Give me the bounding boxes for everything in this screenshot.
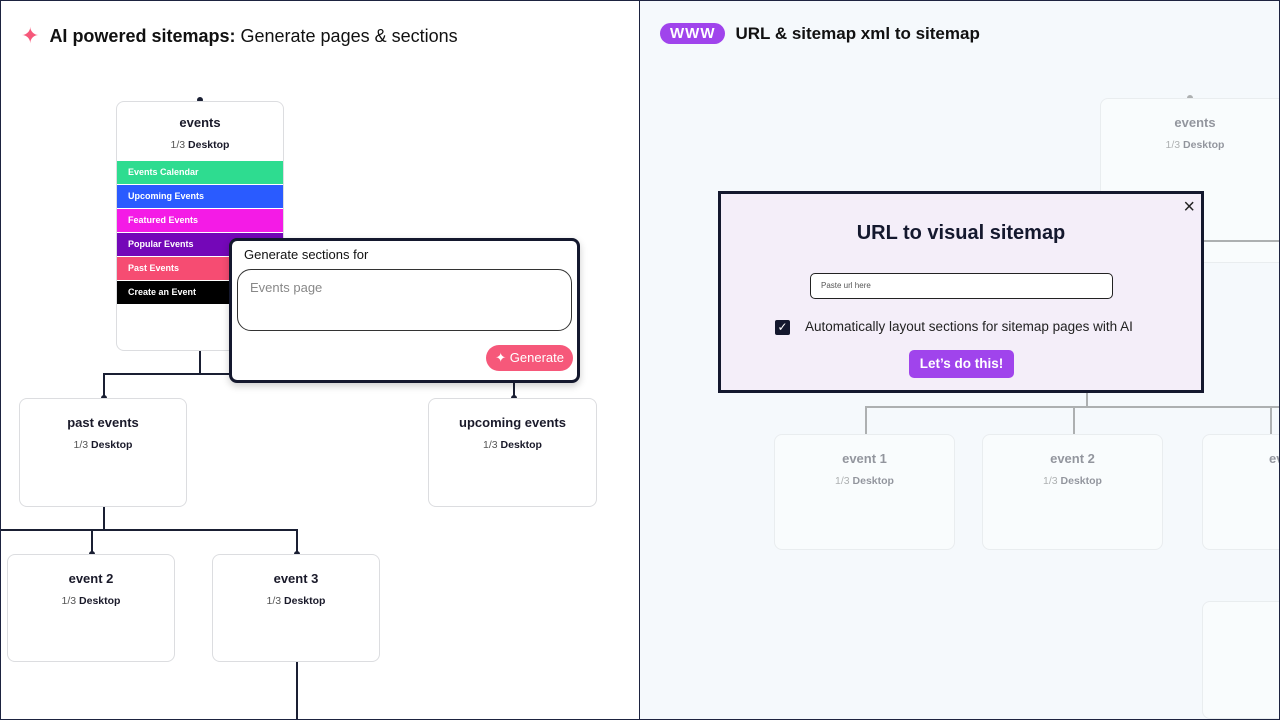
panel-header: WWW URL & sitemap xml to sitemap (660, 23, 980, 44)
node-device: Desktop (91, 439, 133, 451)
node-count: 1/3 (1043, 475, 1058, 487)
generate-button[interactable]: ✦ Generate (486, 345, 573, 371)
node-count: 1/3 (483, 439, 498, 451)
generate-sections-popover: Generate sections for Events page ✦ Gene… (229, 238, 580, 383)
checkbox-label: Automatically layout sections for sitema… (805, 319, 1133, 334)
page-node-event-3[interactable]: event 3 1/3 Desktop (212, 554, 380, 662)
section-item[interactable]: Featured Events (117, 209, 283, 232)
close-icon[interactable]: × (1183, 196, 1195, 218)
node-title: events (1174, 115, 1216, 130)
panel-header: ✦ AI powered sitemaps: Generate pages & … (21, 23, 458, 49)
header-rest: Generate pages & sections (240, 25, 458, 46)
node-count: 1/3 (61, 595, 77, 607)
lets-do-this-button[interactable]: Let’s do this! (909, 350, 1014, 378)
section-item[interactable]: Events Calendar (117, 161, 283, 184)
ai-sitemaps-panel: ✦ AI powered sitemaps: Generate pages & … (0, 0, 640, 720)
node-count: 1/3 (170, 139, 186, 151)
page-node-event-2[interactable]: event 2 1/3 Desktop (982, 434, 1163, 550)
node-title: past events (67, 415, 139, 430)
page-node-past-events[interactable]: past events 1/3 Desktop (19, 398, 187, 507)
node-device: Desktop (79, 595, 121, 607)
node-count: 1/3 (266, 595, 282, 607)
header-title: URL & sitemap xml to sitemap (735, 23, 980, 43)
node-title: event 3 (273, 571, 319, 586)
node-device: Desktop (1060, 475, 1102, 487)
page-node-partial-lower[interactable] (1202, 601, 1279, 719)
node-title: ev (1269, 451, 1279, 466)
generate-label: Generate (509, 350, 564, 365)
sparkle-icon: ✦ (21, 23, 40, 48)
page-name-input[interactable]: Events page (237, 269, 572, 331)
node-device: Desktop (188, 139, 230, 151)
modal-title: URL to visual sitemap (856, 222, 1066, 244)
url-input[interactable]: Paste url here (810, 273, 1113, 299)
node-title: event 1 (842, 451, 887, 466)
node-device: Desktop (1183, 139, 1225, 151)
node-count: 1/3 (835, 475, 850, 487)
node-device: Desktop (852, 475, 894, 487)
header-bold: AI powered sitemaps: (49, 25, 236, 46)
sparkle-icon: ✦ (495, 350, 507, 365)
node-title: events (179, 115, 221, 130)
node-count: 1/3 (1165, 139, 1181, 151)
node-title: upcoming events (459, 415, 566, 430)
url-sitemap-panel: WWW URL & sitemap xml to sitemap events … (639, 0, 1280, 720)
page-node-event-2[interactable]: event 2 1/3 Desktop (7, 554, 175, 662)
page-node-partial[interactable]: ev (1202, 434, 1279, 550)
ai-layout-checkbox[interactable]: ✓ (775, 320, 790, 335)
node-device: Desktop (500, 439, 542, 451)
page-node-upcoming-events[interactable]: upcoming events 1/3 Desktop (428, 398, 597, 507)
page-node-event-1[interactable]: event 1 1/3 Desktop (774, 434, 955, 550)
url-modal: × URL to visual sitemap Paste url here ✓… (718, 191, 1204, 393)
popover-label: Generate sections for (244, 247, 369, 262)
node-title: event 2 (68, 571, 114, 586)
section-item[interactable]: Upcoming Events (117, 185, 283, 208)
node-count: 1/3 (73, 439, 89, 451)
node-device: Desktop (284, 595, 326, 607)
www-badge: WWW (660, 23, 726, 44)
node-title: event 2 (1050, 451, 1095, 466)
